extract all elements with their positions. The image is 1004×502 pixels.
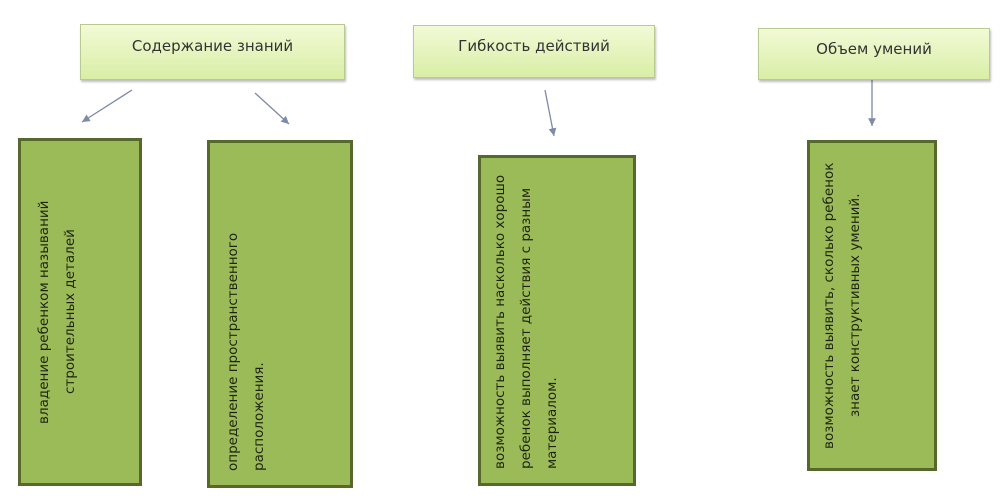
arrow-content-to-naming — [81, 89, 133, 123]
box-text: владение ребенком называний строительных… — [36, 200, 78, 424]
box-text: возможность выявить, сколько ребенок зна… — [821, 162, 863, 449]
box-spatial: определение пространственного расположен… — [207, 140, 353, 488]
header-content-knowledge: Содержание знаний — [80, 24, 345, 80]
header-label: Содержание знаний — [131, 37, 294, 55]
box-naming: владение ребенком называний строительных… — [18, 138, 142, 486]
header-label: Гибкость действий — [458, 37, 610, 55]
box-text: возможность выявить насколько хорошо реб… — [492, 174, 560, 469]
arrow-content-to-spatial — [254, 92, 290, 125]
header-label: Объем умений — [816, 40, 932, 58]
header-volume: Объем умений — [758, 28, 990, 80]
box-actions: возможность выявить насколько хорошо реб… — [478, 155, 636, 486]
box-skills: возможность выявить, сколько ребенок зна… — [807, 140, 937, 471]
box-text: определение пространственного расположен… — [225, 232, 267, 471]
arrow-flexibility-to-actions — [544, 89, 557, 137]
header-flexibility: Гибкость действий — [413, 25, 655, 78]
